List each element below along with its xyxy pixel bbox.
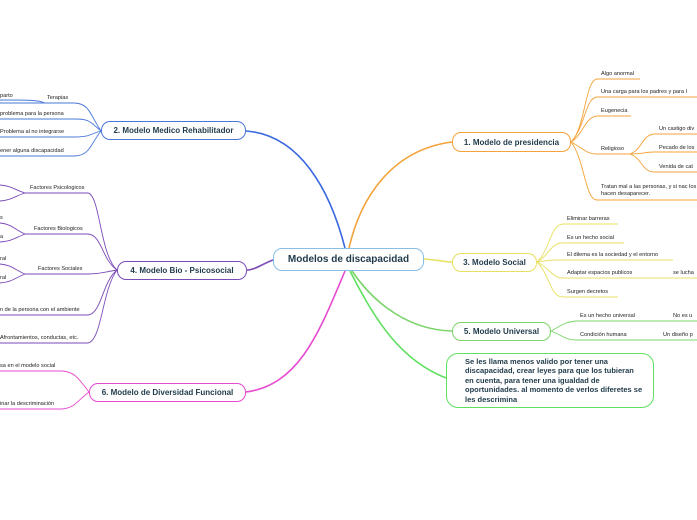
medico-connectors bbox=[0, 102, 102, 157]
social-sub-item[interactable]: se lucha bbox=[673, 270, 694, 276]
diversidad-connectors bbox=[0, 370, 90, 410]
bio-item[interactable]: n de la persona con el ambiente bbox=[0, 307, 80, 313]
terapias-sub-item[interactable]: parto bbox=[0, 93, 13, 99]
bio-sub-item[interactable]: ral bbox=[0, 275, 7, 281]
social-item[interactable]: Eliminar barreras bbox=[567, 216, 610, 222]
branch-universal[interactable]: 5. Modelo Universal bbox=[452, 322, 551, 341]
branch-bio[interactable]: 4. Modelo Bio - Psicosocial bbox=[117, 261, 247, 280]
social-item[interactable]: Surgen decretos bbox=[567, 289, 609, 295]
universal-sub-item[interactable]: No es u bbox=[673, 313, 693, 319]
connector-root-presidencia bbox=[348, 141, 453, 249]
universal-item[interactable]: Condición humana bbox=[580, 332, 627, 338]
bio-sub-item[interactable]: ral bbox=[0, 256, 7, 262]
root-node[interactable]: Modelos de discapacidad bbox=[273, 248, 424, 271]
presidencia-item-religioso[interactable]: Religioso bbox=[601, 146, 625, 152]
universal-connectors bbox=[550, 320, 697, 341]
presidencia-connectors bbox=[570, 78, 697, 201]
connector-root-social bbox=[423, 258, 453, 263]
social-item[interactable]: El dilema es la sociedad y el entorno bbox=[567, 252, 659, 258]
universal-item[interactable]: Es un hecho universal bbox=[580, 313, 636, 319]
bio-connectors bbox=[0, 184, 118, 344]
religioso-item[interactable]: Un castigo div bbox=[659, 126, 695, 132]
social-item[interactable]: Adaptar espacios publicos bbox=[567, 270, 633, 276]
terapias-sub-connector bbox=[0, 99, 46, 104]
branch-social[interactable]: 3. Modelo Social bbox=[452, 253, 537, 272]
bio-sub-item[interactable]: a bbox=[0, 234, 4, 240]
bio-item[interactable]: Factores Psicologicos bbox=[30, 185, 85, 191]
medico-item-terapias[interactable]: Terapias bbox=[47, 95, 69, 101]
connector-root-universal bbox=[351, 270, 453, 332]
social-connectors bbox=[536, 223, 697, 298]
branch-presidencia[interactable]: 1. Modelo de presidencia bbox=[452, 132, 571, 152]
bio-item[interactable]: Afrontamientos, conductas, etc. bbox=[0, 335, 79, 341]
branch-diversidad[interactable]: 6. Modelo de Diversidad Funcional bbox=[89, 383, 246, 402]
religioso-item[interactable]: Venida de cat bbox=[659, 164, 693, 170]
bio-sub-item[interactable]: s bbox=[0, 215, 3, 221]
bio-item[interactable]: Factores Sociales bbox=[38, 266, 83, 272]
universal-sub-item[interactable]: Un diseño p bbox=[663, 332, 693, 338]
connector-root-diversidad bbox=[245, 270, 346, 393]
medico-item[interactable]: ener alguna discapacidad bbox=[0, 148, 64, 154]
connector-root-note bbox=[349, 270, 447, 379]
presidencia-item[interactable]: Eugenecia bbox=[601, 108, 628, 114]
connector-root-medico bbox=[245, 130, 346, 249]
diversidad-item[interactable]: inar la descriminación bbox=[0, 401, 55, 407]
presidencia-item[interactable]: Tratan mal a las personas, y si nac los … bbox=[601, 184, 697, 197]
medico-item[interactable]: Problema al no integrarse bbox=[0, 129, 65, 135]
diversidad-item[interactable]: sa en el modelo social bbox=[0, 363, 56, 369]
connector-root-bio bbox=[246, 259, 274, 271]
branch-note[interactable]: Se les llama menos valido por tener una … bbox=[446, 353, 654, 408]
social-item[interactable]: Es un hecho social bbox=[567, 235, 614, 241]
religioso-item[interactable]: Pecado de los bbox=[659, 145, 695, 151]
presidencia-item[interactable]: Algo anormal bbox=[601, 71, 634, 77]
bio-item[interactable]: Factores Biologicos bbox=[34, 226, 83, 232]
medico-item[interactable]: problema para la persona bbox=[0, 111, 64, 117]
presidencia-item[interactable]: Una carga para los padres y para l bbox=[601, 89, 687, 95]
branch-medico[interactable]: 2. Modelo Medico Rehabilitador bbox=[101, 121, 246, 140]
